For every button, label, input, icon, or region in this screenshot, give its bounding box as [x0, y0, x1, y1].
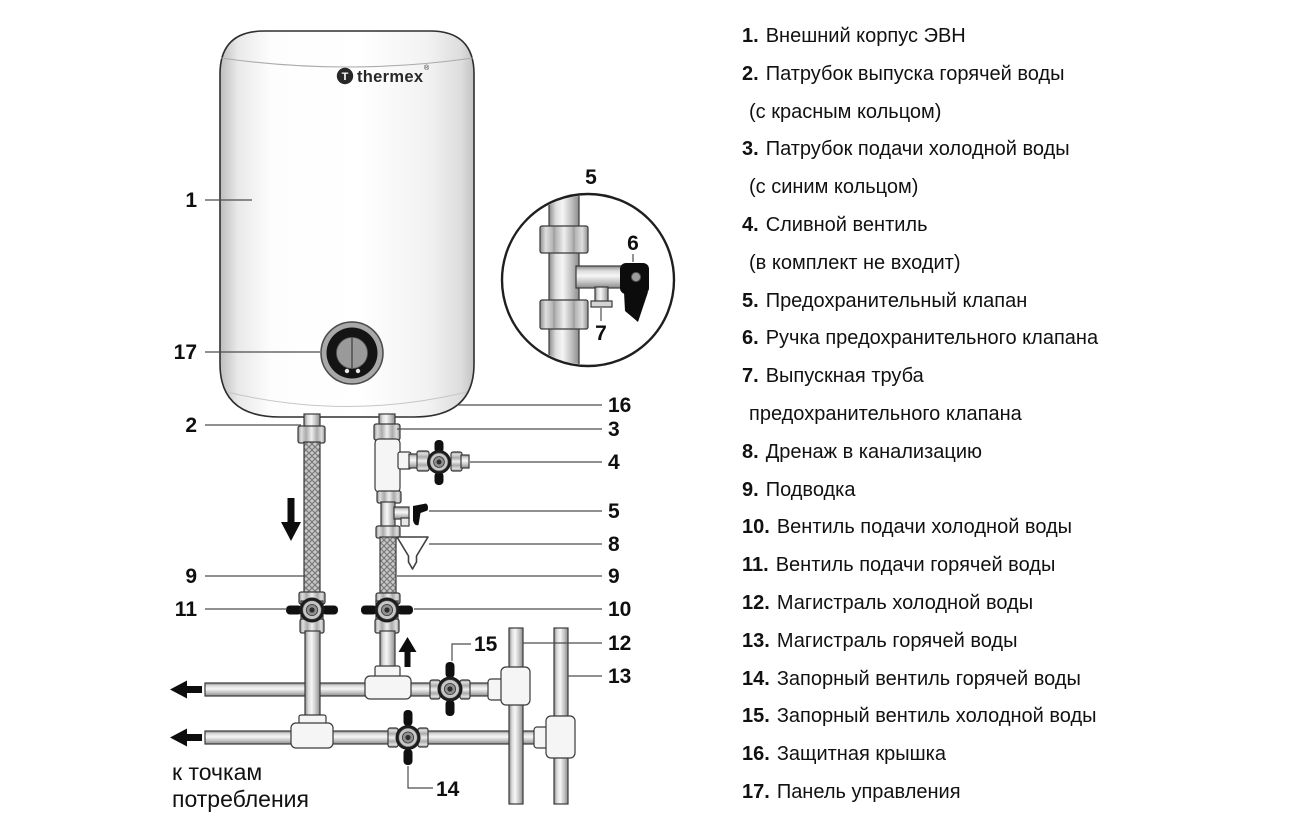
legend-item-4-note: (в комплект не входит)	[749, 251, 961, 274]
consumption-note-line1: к точкам	[172, 759, 262, 785]
legend-item-4: 4.Сливной вентиль	[742, 213, 928, 236]
legend-item-3-note: (с синим кольцом)	[749, 176, 919, 199]
callout-17: 17	[174, 341, 197, 364]
left-arrow-cold	[170, 680, 202, 699]
callout-12: 12	[608, 632, 631, 655]
hot-shutoff-valve	[387, 710, 429, 765]
legend-item-2-note: (с красным кольцом)	[749, 100, 942, 123]
legend-item-2: 2.Патрубок выпуска горячей воды	[742, 62, 1065, 85]
registered-mark: ®	[424, 64, 430, 72]
callout-6: 6	[627, 232, 639, 255]
callout-1: 1	[185, 189, 197, 212]
legend-item-17: 17.Панель управления	[742, 780, 961, 803]
cold-main-pipe	[508, 627, 524, 805]
callout-9-left: 9	[185, 565, 197, 588]
logo-text: thermex	[357, 68, 424, 86]
cold-main-tee	[487, 666, 531, 706]
legend-item-15: 15.Запорный вентиль холодной воды	[742, 705, 1097, 728]
dial-indicator-dot	[355, 368, 361, 374]
thermex-logo: T thermex ®	[336, 64, 430, 86]
coupling-nut	[375, 525, 401, 539]
consumption-note-line2: потребления	[172, 786, 309, 812]
safety-valve-lever	[413, 503, 428, 526]
legend-item-8: 8.Дренаж в канализацию	[742, 440, 983, 463]
left-arrow-hot	[170, 728, 202, 747]
tank-bottom-seam	[226, 391, 468, 407]
cold-supply-valve	[361, 597, 413, 623]
flex-hose-hot	[303, 441, 321, 595]
inset-branch-pipe	[575, 265, 623, 289]
callout-2: 2	[185, 414, 197, 437]
legend-item-14: 14.Запорный вентиль горячей воды	[742, 667, 1081, 690]
inset-valve-handle	[620, 263, 649, 322]
dial-indicator-dot	[344, 368, 350, 374]
inset-pipe	[548, 195, 580, 365]
tank: T thermex ®	[219, 30, 475, 418]
legend-item-5: 5.Предохранительный клапан	[742, 289, 1028, 312]
safety-valve	[380, 501, 428, 529]
tank-body	[219, 30, 475, 418]
legend-item-7-cont: предохранительного клапана	[749, 402, 1022, 425]
legend-item-7: 7.Выпускная труба	[742, 365, 924, 388]
legend-item-12: 12.Магистраль холодной воды	[742, 591, 1034, 614]
callout-16: 16	[608, 394, 631, 417]
legend-item-1: 1.Внешний корпус ЭВН	[742, 25, 966, 47]
logo-mark: T	[342, 71, 349, 83]
water-heater-diagram: T thermex ®	[170, 30, 676, 812]
hose-nut	[373, 423, 401, 441]
callout-14: 14	[436, 778, 460, 801]
flow-down-arrow	[281, 498, 301, 541]
hot-outlet-stub	[303, 413, 321, 428]
hose-nut	[297, 425, 326, 444]
hot-main-tee	[533, 715, 576, 759]
logo-circle-icon	[336, 67, 354, 85]
consumption-note: к точкам потребления	[172, 759, 309, 812]
callout-13: 13	[608, 665, 631, 688]
hot-water-column	[281, 413, 338, 749]
cold-water-column	[361, 413, 470, 700]
flow-up-arrow	[398, 637, 417, 667]
callout-3: 3	[608, 418, 620, 441]
control-panel-dial	[320, 321, 384, 385]
hot-consumption-pipe	[204, 730, 551, 745]
tank-top-seam	[220, 57, 474, 68]
cold-consumption-tee	[364, 665, 412, 700]
callout-10: 10	[608, 598, 631, 621]
inset-outlet-flange	[590, 300, 613, 308]
flex-hose-cold	[379, 536, 397, 596]
leader-lines	[205, 199, 634, 789]
callout-15: 15	[474, 633, 498, 656]
legend-item-16: 16.Защитная крышка	[742, 743, 946, 766]
legend-item-10: 10.Вентиль подачи холодной воды	[742, 516, 1073, 539]
callout-9-right: 9	[608, 565, 620, 588]
legend-list: 1.Внешний корпус ЭВН 2.Патрубок выпуска …	[742, 18, 1302, 812]
callout-5-inset: 5	[585, 166, 597, 189]
drain-valve	[408, 440, 470, 485]
legend-item-11: 11.Вентиль подачи горячей воды	[742, 554, 1056, 577]
callout-7: 7	[595, 322, 607, 345]
inset-hex-coupling	[539, 299, 589, 330]
legend-item-9: 9.Подводка	[742, 478, 856, 501]
callout-numbers: 1 17 2 9 11 5 6 7 16 3 4 5 8 9 10 12 13 …	[174, 166, 639, 801]
callout-5: 5	[608, 500, 620, 523]
hot-drop-pipe	[304, 630, 321, 718]
safety-valve-inset	[500, 192, 676, 368]
drain-tee	[374, 438, 412, 493]
cold-shutoff-valve	[429, 662, 471, 716]
coupling-nut	[376, 490, 402, 504]
pipe-network	[170, 413, 576, 805]
legend-item-13: 13.Магистраль горячей воды	[742, 629, 1018, 652]
sewer-funnel	[396, 536, 429, 570]
hot-consumption-tee	[290, 714, 334, 749]
callout-11: 11	[175, 598, 198, 621]
legend-item-3: 3.Патрубок подачи холодной воды	[742, 138, 1070, 161]
callout-8: 8	[608, 533, 620, 556]
safety-outlet-stub	[400, 517, 410, 527]
inset-hex-coupling	[539, 225, 589, 254]
legend-item-6: 6.Ручка предохранительного клапана	[742, 327, 1099, 350]
hot-supply-valve	[286, 597, 338, 623]
callout-4: 4	[608, 451, 620, 474]
